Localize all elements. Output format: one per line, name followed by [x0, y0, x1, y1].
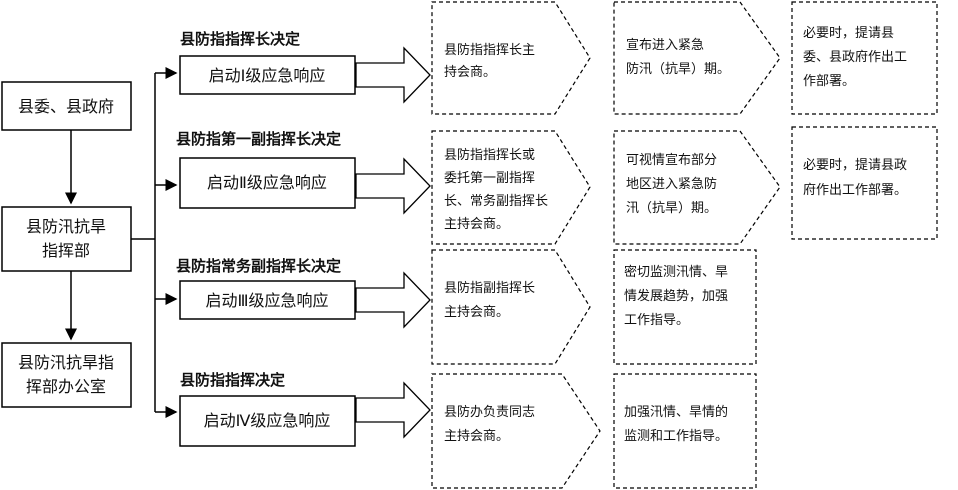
level-1-deploy-box — [791, 1, 938, 115]
level-1-response: 启动Ⅰ级应急响应 — [209, 66, 326, 85]
level-1-declare-line-1: 宣布进入紧急 — [626, 37, 704, 53]
level-1-host-line-1: 县防指指挥长主 — [444, 42, 535, 58]
level-3-declare-box — [613, 249, 757, 365]
level-1-deploy-line-1: 必要时，提请县 — [803, 25, 894, 41]
level-1-deploy-line-3: 作部署。 — [803, 74, 855, 89]
hq-office-node: 县防汛抗旱指 挥部办公室 — [1, 342, 132, 408]
level-2-host-line-2: 委托第一副指挥 — [444, 171, 535, 186]
level-1-deploy-line-2: 委、县政府作出工 — [803, 50, 907, 65]
level-4-declare-line-2: 监测和工作指导。 — [624, 429, 728, 444]
hq-label-line-2: 指挥部 — [42, 241, 90, 260]
level-2-row: 县防指第一副指挥长决定 启动Ⅱ级应急响应 县防指指挥长或 委托第一副指挥 长、常… — [176, 126, 938, 245]
level-1-decision: 县防指指挥长决定 — [180, 30, 300, 48]
level-1-block-arrow — [355, 46, 431, 104]
level-4-response: 启动Ⅳ级应急响应 — [204, 411, 331, 430]
level-2-block-arrow — [355, 157, 431, 215]
level-1-response-box — [179, 55, 356, 95]
level-3-block-arrow — [355, 271, 431, 329]
level-1-declare-pentagon — [613, 1, 781, 115]
office-label-line-1: 县防汛抗旱指 — [18, 353, 114, 372]
level-4-declare-box — [613, 373, 757, 489]
level-2-decision: 县防指第一副指挥长决定 — [176, 130, 341, 148]
office-label-line-2: 挥部办公室 — [26, 377, 106, 396]
level-2-deploy-box — [791, 126, 938, 240]
level-3-response-box — [179, 280, 356, 320]
level-2-host-line-1: 县防指指挥长或 — [444, 147, 535, 163]
level-3-host-line-2: 主持会商。 — [444, 305, 509, 320]
level-2-host-line-3: 长、常务副指挥长 — [444, 193, 548, 209]
flood-control-hq-node: 县防汛抗旱 指挥部 — [1, 206, 132, 272]
hq-label-line-1: 县防汛抗旱 — [26, 217, 106, 236]
level-3-decision: 县防指常务副指挥长决定 — [176, 257, 341, 275]
level-2-response-box — [179, 157, 356, 209]
level-2-host-line-4: 主持会商。 — [444, 217, 509, 232]
level-4-block-arrow — [355, 381, 431, 439]
level-3-host-line-1: 县防指副指挥长 — [444, 280, 535, 296]
level-4-row: 县防指指挥决定 启动Ⅳ级应急响应 县防办负责同志 主持会商。 加强汛情、旱情的 … — [179, 371, 757, 489]
level-2-declare-line-3: 汛（抗旱）期。 — [626, 201, 717, 216]
level-1-row: 县防指指挥长决定 启动Ⅰ级应急响应 县防指指挥长主 持会商。 宣布进入紧急 防汛… — [179, 1, 938, 115]
level-4-decision: 县防指指挥决定 — [180, 371, 285, 389]
level-2-declare-pentagon — [613, 130, 781, 245]
level-2-declare-line-2: 地区进入紧急防 — [626, 176, 717, 192]
level-4-declare-line-1: 加强汛情、旱情的 — [624, 404, 728, 420]
level-2-deploy-line-2: 府作出工作部署。 — [803, 183, 907, 198]
level-3-response: 启动Ⅲ级应急响应 — [205, 291, 328, 310]
level-1-host-line-2: 持会商。 — [444, 65, 496, 80]
level-4-host-pentagon — [431, 373, 601, 489]
level-3-row: 县防指常务副指挥长决定 启动Ⅲ级应急响应 县防指副指挥长 主持会商。 密切监测汛… — [176, 249, 757, 365]
level-3-declare-line-1: 密切监测汛情、旱 — [624, 264, 728, 280]
level-4-response-box — [179, 395, 356, 447]
level-2-deploy-line-1: 必要时，提请县政 — [803, 157, 907, 173]
county-government-node: 县委、县政府 — [1, 81, 132, 131]
level-1-host-pentagon — [431, 1, 591, 115]
county-government-label: 县委、县政府 — [18, 97, 114, 116]
level-3-declare-line-2: 情发展趋势，加强 — [624, 288, 728, 304]
level-3-declare-line-3: 工作指导。 — [624, 313, 689, 328]
level-4-host-line-1: 县防办负责同志 — [444, 404, 535, 420]
level-2-declare-line-1: 可视情宣布部分 — [626, 152, 717, 168]
level-2-response: 启动Ⅱ级应急响应 — [207, 173, 327, 192]
level-4-host-line-2: 主持会商。 — [444, 429, 509, 444]
level-1-declare-line-2: 防汛（抗旱）期。 — [626, 61, 730, 77]
